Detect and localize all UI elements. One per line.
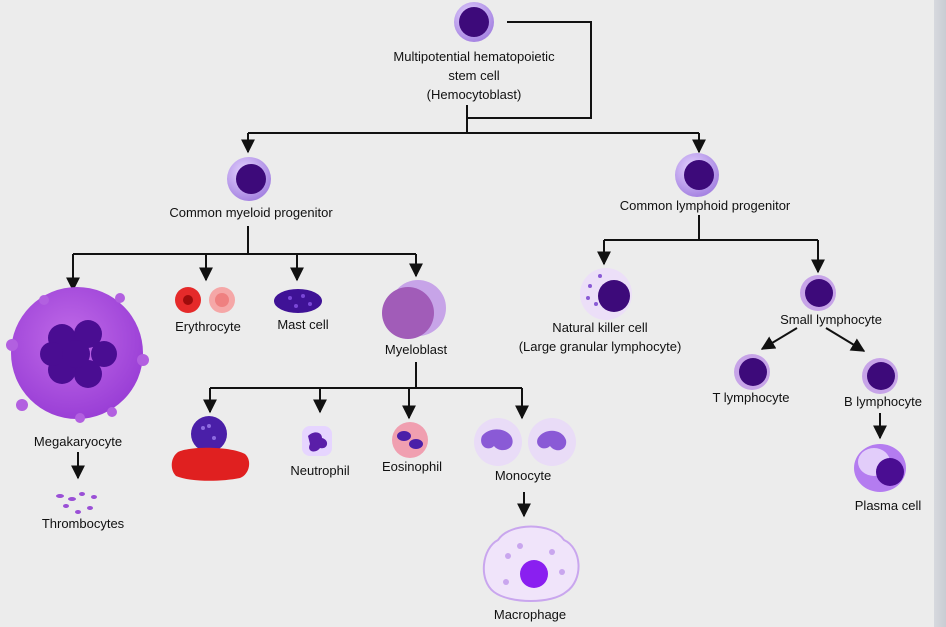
mast-cell-label: Mast cell [277,317,329,332]
neutrophil-label: Neutrophil [290,463,350,478]
monocyte-icon [474,418,576,466]
megakaryocyte-icon [6,287,149,423]
mast-cell-icon [274,289,322,313]
lymphoid-progenitor-label: Common lymphoid progenitor [619,198,791,213]
stem-connector [467,21,592,119]
erythrocyte-label: Erythrocyte [175,319,241,334]
stem-cell-label-line2: stem cell [448,68,500,83]
connector-lines [66,21,887,518]
b-lymphocyte-icon [862,358,898,394]
plasma-cell-icon [854,444,906,492]
thrombocytes-label: Thrombocytes [41,516,125,531]
erythrocyte-icon [175,287,235,313]
basophil-icon [191,416,227,452]
myeloblast-icon [382,280,446,339]
megakaryocyte-label: Megakaryocyte [33,434,123,449]
small-lymphocyte-icon [800,275,836,311]
stem-cell-label-line3: (Hemocytoblast) [426,87,522,102]
nk-cell-label: Natural killer cell (Large granular lymp… [519,318,682,356]
thrombocytes-icon [56,492,97,514]
myeloblast-label: Myeloblast [384,342,448,357]
window-edge-strip [934,0,946,627]
eosinophil-label: Eosinophil [382,459,442,474]
eosinophil-icon [392,422,428,458]
plasma-cell-label: Plasma cell [854,498,922,513]
small-lymphocyte-label: Small lymphocyte [780,312,882,327]
neutrophil-icon [302,426,332,456]
stem-cell-label: Multipotential hematopoietic stem cell (… [364,47,584,104]
myeloid-progenitor-icon [227,157,271,201]
stem-cell-label-line1: Multipotential hematopoietic [393,49,555,64]
nk-cell-label-line2: (Large granular lymphocyte) [518,339,682,354]
nk-cell-icon [580,268,632,320]
macrophage-icon [482,525,580,602]
macrophage-label: Macrophage [493,607,567,622]
lymphoid-progenitor-icon [675,153,719,197]
b-lymphocyte-label: B lymphocyte [843,394,923,409]
monocyte-label: Monocyte [494,468,552,483]
redaction-mark [171,447,250,481]
stem-cell-icon [454,2,494,42]
t-lymphocyte-icon [734,354,770,390]
nk-cell-label-line1: Natural killer cell [552,320,648,335]
myeloid-progenitor-label: Common myeloid progenitor [169,205,333,220]
t-lymphocyte-label: T lymphocyte [712,390,790,405]
